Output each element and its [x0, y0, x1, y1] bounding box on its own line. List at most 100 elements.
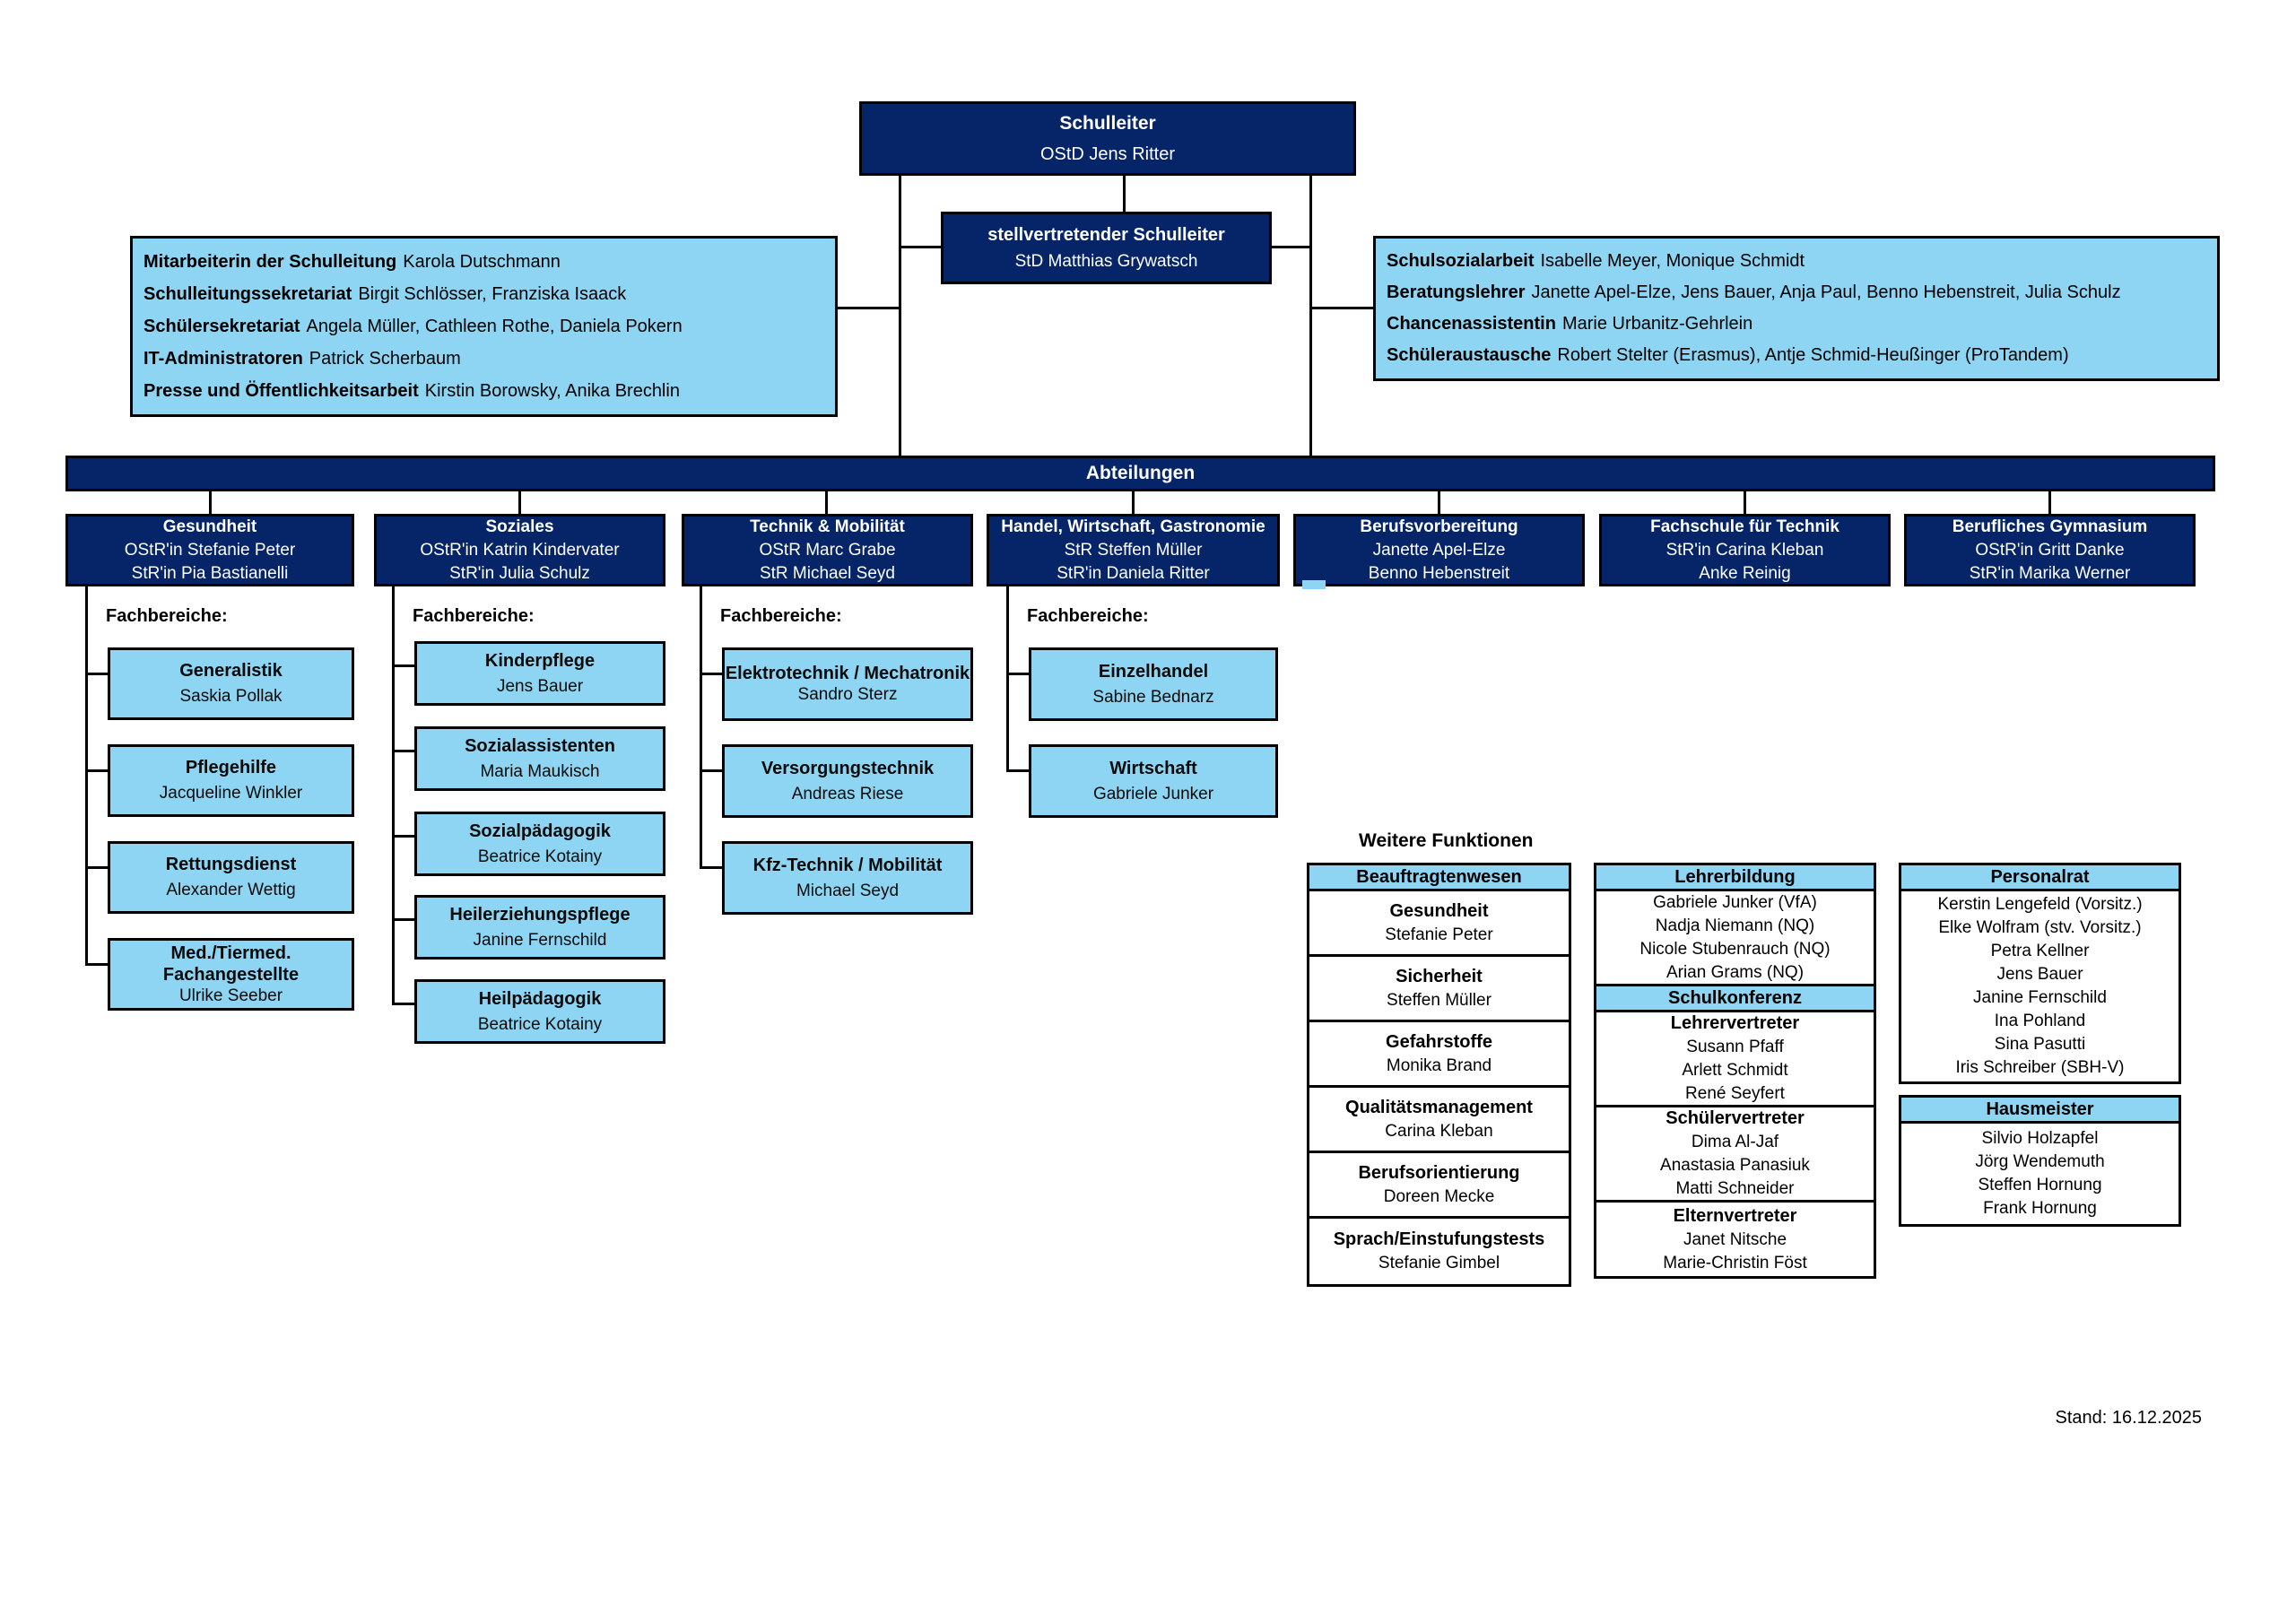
fb-name: Alexander Wettig [166, 881, 296, 899]
connector-line [1744, 491, 1746, 514]
fb-einzelhandel: Einzelhandel Sabine Bednarz [1029, 647, 1278, 721]
info-label: Chancenassistentin [1387, 314, 1556, 334]
row-name: Doreen Mecke [1383, 1186, 1495, 1206]
fb-name: Maria Maukisch [480, 761, 600, 781]
dept-lead: StR Steffen Müller [1064, 541, 1203, 560]
row-name: Carina Kleban [1385, 1121, 1493, 1141]
info-names: Birgit Schlösser, Franziska Isaack [358, 283, 627, 304]
dept-title: Gesundheit [162, 517, 257, 536]
fb-title: Heilpädagogik [478, 988, 602, 1009]
fachbereiche-label: Fachbereiche: [1027, 606, 1149, 626]
fb-wirtschaft: Wirtschaft Gabriele Junker [1029, 744, 1278, 818]
dept-lead: Janette Apel-Elze [1372, 541, 1506, 560]
info-label: Schulleitungssekretariat [144, 283, 352, 304]
connector-line [392, 835, 414, 838]
person-name: Dima Al-Jaf [1691, 1133, 1779, 1151]
connector-line [700, 866, 722, 869]
weitere-funktionen-label: Weitere Funktionen [1359, 830, 1534, 851]
fb-name: Ulrike Seeber [178, 986, 283, 1005]
info-names: Janette Apel-Elze, Jens Bauer, Anja Paul… [1531, 282, 2121, 302]
info-line: Schulleitungssekretariat Birgit Schlösser… [144, 284, 824, 305]
info-names: Karola Dutschmann [403, 251, 561, 272]
connector-line [85, 673, 108, 675]
fb-name: Sandro Sterz [797, 685, 898, 704]
person-name: Frank Hornung [1983, 1199, 2097, 1218]
personalrat-table: Personalrat Kerstin Lengefeld (Vorsitz.)… [1899, 863, 2181, 1084]
fb-title: Wirtschaft [1109, 758, 1197, 778]
lehrervertreter-group: Lehrervertreter Susann Pfaff Arlett Schm… [1596, 1012, 1874, 1107]
table-row: Sprach/Einstufungstests Stefanie Gimbel [1309, 1219, 1569, 1284]
group-title: Elternvertreter [1673, 1205, 1797, 1226]
dept-title: Soziales [485, 517, 554, 536]
schuelervertreter-group: Schülervertreter Dima Al-Jaf Anastasia P… [1596, 1107, 1874, 1203]
person-name: Kerstin Lengefeld (Vorsitz.) [1937, 895, 2143, 914]
dept-title: Handel, Wirtschaft, Gastronomie [1001, 517, 1265, 536]
dept-lead: OStR Marc Grabe [759, 541, 896, 560]
fb-pflegehilfe: Pflegehilfe Jacqueline Winkler [108, 744, 354, 817]
info-label: Schulsozialarbeit [1387, 251, 1535, 271]
connector-line [1272, 246, 1312, 248]
table-row: Gesundheit Stefanie Peter [1309, 891, 1569, 957]
row-title: Sicherheit [1396, 966, 1483, 986]
table-header: Hausmeister [1901, 1098, 2179, 1124]
person-name: Gabriele Junker (VfA) [1653, 892, 1817, 912]
info-label: IT-Administratoren [144, 348, 303, 369]
person-name: Nadja Niemann (NQ) [1655, 916, 1815, 935]
person-name: Elke Wolfram (stv. Vorsitz.) [1938, 918, 2142, 937]
elternvertreter-group: Elternvertreter Janet Nitsche Marie-Chri… [1596, 1203, 1874, 1276]
artifact-square [1302, 580, 1326, 589]
dept-title: Fachschule für Technik [1650, 517, 1839, 536]
fb-title: Einzelhandel [1098, 661, 1209, 682]
person-name: Arlett Schmidt [1682, 1061, 1788, 1080]
connector-line [392, 586, 395, 1005]
table-header: Beauftragtenwesen [1309, 865, 1569, 891]
fb-versorgungstechnik: Versorgungstechnik Andreas Riese [722, 744, 973, 818]
dept-gesundheit: Gesundheit OStR'in Stefanie Peter StR'in… [65, 514, 354, 586]
person-name: Matti Schneider [1675, 1179, 1795, 1198]
dept-lead: StR'in Julia Schulz [449, 564, 590, 583]
connector-line [1006, 586, 1009, 772]
info-names: Angela Müller, Cathleen Rothe, Daniela P… [306, 316, 683, 336]
info-names: Kirstin Borowsky, Anika Brechlin [424, 380, 680, 401]
info-label: Beratungslehrer [1387, 282, 1526, 302]
person-name: Sina Pasutti [1994, 1035, 2086, 1054]
connector-line [1123, 176, 1126, 212]
fb-sozialassistenten: Sozialassistenten Maria Maukisch [414, 726, 665, 791]
connector-line [392, 664, 414, 667]
connector-line [392, 750, 414, 752]
fachbereiche-label: Fachbereiche: [106, 606, 228, 626]
dept-lead: OStR'in Gritt Danke [1975, 541, 2125, 560]
table-row: Berufsorientierung Doreen Mecke [1309, 1153, 1569, 1219]
connector-line [2048, 491, 2051, 514]
person-name: René Seyfert [1685, 1084, 1785, 1103]
row-title: Gefahrstoffe [1386, 1031, 1492, 1052]
fb-rettungsdienst: Rettungsdienst Alexander Wettig [108, 841, 354, 914]
connector-line [1309, 176, 1312, 456]
connector-line [85, 586, 88, 966]
row-title: Sprach/Einstufungstests [1333, 1229, 1545, 1249]
person-name: Steffen Hornung [1978, 1176, 2102, 1194]
lehrerbildung-names: Gabriele Junker (VfA) Nadja Niemann (NQ)… [1596, 891, 1874, 986]
fb-title: Sozialassistenten [465, 735, 615, 756]
connector-line [700, 769, 722, 772]
table-row: Gefahrstoffe Monika Brand [1309, 1022, 1569, 1088]
stellvertreter-title: stellvertretender Schulleiter [987, 225, 1225, 245]
stellvertreter-box: stellvertretender Schulleiter StD Matthi… [941, 212, 1272, 284]
hausmeister-table: Hausmeister Silvio Holzapfel Jörg Wendem… [1899, 1095, 2181, 1227]
fb-title: Rettungsdienst [165, 855, 297, 874]
connector-line [209, 491, 212, 514]
fb-title: Kfz-Technik / Mobilität [752, 855, 943, 875]
dept-lead: StR'in Carina Kleban [1665, 541, 1824, 560]
abteilungen-bar: Abteilungen [65, 456, 2215, 491]
info-label: Schülersekretariat [144, 316, 300, 336]
fb-generalistik: Generalistik Saskia Pollak [108, 647, 354, 720]
person-name: Janine Fernschild [1973, 988, 2107, 1007]
fb-name: Saskia Pollak [179, 687, 283, 706]
row-title: Berufsorientierung [1358, 1162, 1520, 1183]
connector-line [85, 866, 108, 869]
fb-name: Michael Seyd [796, 881, 900, 900]
dept-fachschule-technik: Fachschule für Technik StR'in Carina Kle… [1599, 514, 1891, 586]
